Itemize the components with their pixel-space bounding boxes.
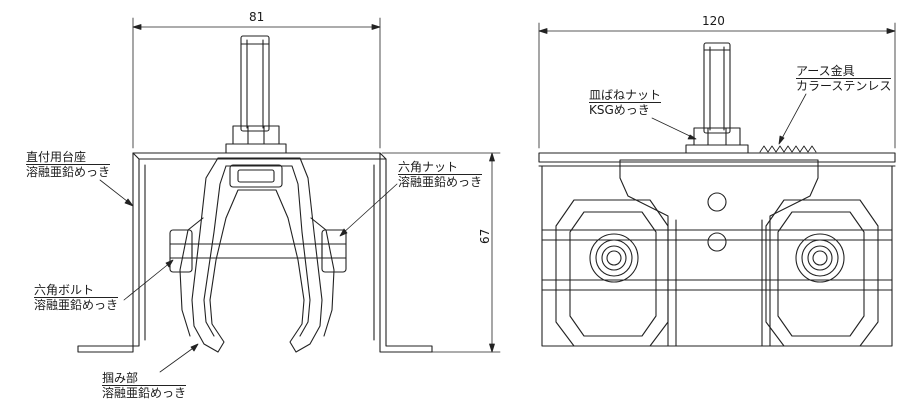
disc-spring-nut-name: 皿ばねナット: [589, 88, 662, 103]
disc-spring-nut-finish: KSGめっき: [589, 103, 650, 117]
front-hex-nut: [321, 229, 347, 273]
hex-bolt-name: 六角ボルト: [34, 283, 119, 298]
grip-finish: 溶融亜鉛めっき: [102, 386, 187, 400]
earth-fitting-label: アース金具 カラーステンレス: [796, 64, 892, 93]
front-height-value: 67: [478, 228, 492, 244]
earth-fitting-finish: カラーステンレス: [796, 79, 892, 93]
front-grip: [179, 157, 335, 353]
hex-nut-label: 六角ナット 溶融亜鉛めっき: [398, 160, 483, 189]
front-width-dimension: [132, 17, 381, 149]
side-disc-spring-nut: [685, 127, 749, 154]
side-width-value: 120: [702, 14, 725, 28]
side-leaders: [651, 93, 807, 145]
hex-nut-finish: 溶融亜鉛めっき: [398, 175, 483, 189]
side-earth-fitting: [759, 145, 817, 153]
front-width-value: 81: [249, 10, 265, 24]
side-view: [538, 22, 896, 347]
base-name: 直付用台座: [26, 150, 111, 165]
front-leaders: [99, 179, 398, 373]
hex-bolt-label: 六角ボルト 溶融亜鉛めっき: [34, 283, 119, 312]
disc-spring-nut-label: 皿ばねナット KSGめっき: [589, 88, 662, 117]
base-finish: 溶融亜鉛めっき: [26, 165, 111, 179]
side-left-clamp: [555, 199, 669, 347]
base-label: 直付用台座 溶融亜鉛めっき: [26, 150, 111, 179]
side-right-bolt: [795, 233, 845, 283]
front-top-nut: [225, 125, 287, 154]
side-stud-bolt: [703, 42, 731, 134]
front-stud-bolt: [240, 35, 270, 132]
hex-bolt-finish: 溶融亜鉛めっき: [34, 298, 119, 312]
side-right-clamp: [765, 199, 879, 347]
side-left-bolt: [589, 233, 639, 283]
side-center-plate: [619, 159, 819, 347]
front-view: [77, 17, 501, 373]
grip-label: 掴み部 溶融亜鉛めっき: [102, 371, 187, 400]
grip-name: 掴み部: [102, 371, 187, 386]
front-base-bracket: [77, 152, 433, 353]
hex-nut-name: 六角ナット: [398, 160, 483, 175]
side-width-dimension: [538, 22, 896, 149]
front-hex-bolt: [169, 229, 323, 273]
earth-fitting-name: アース金具: [796, 64, 892, 79]
